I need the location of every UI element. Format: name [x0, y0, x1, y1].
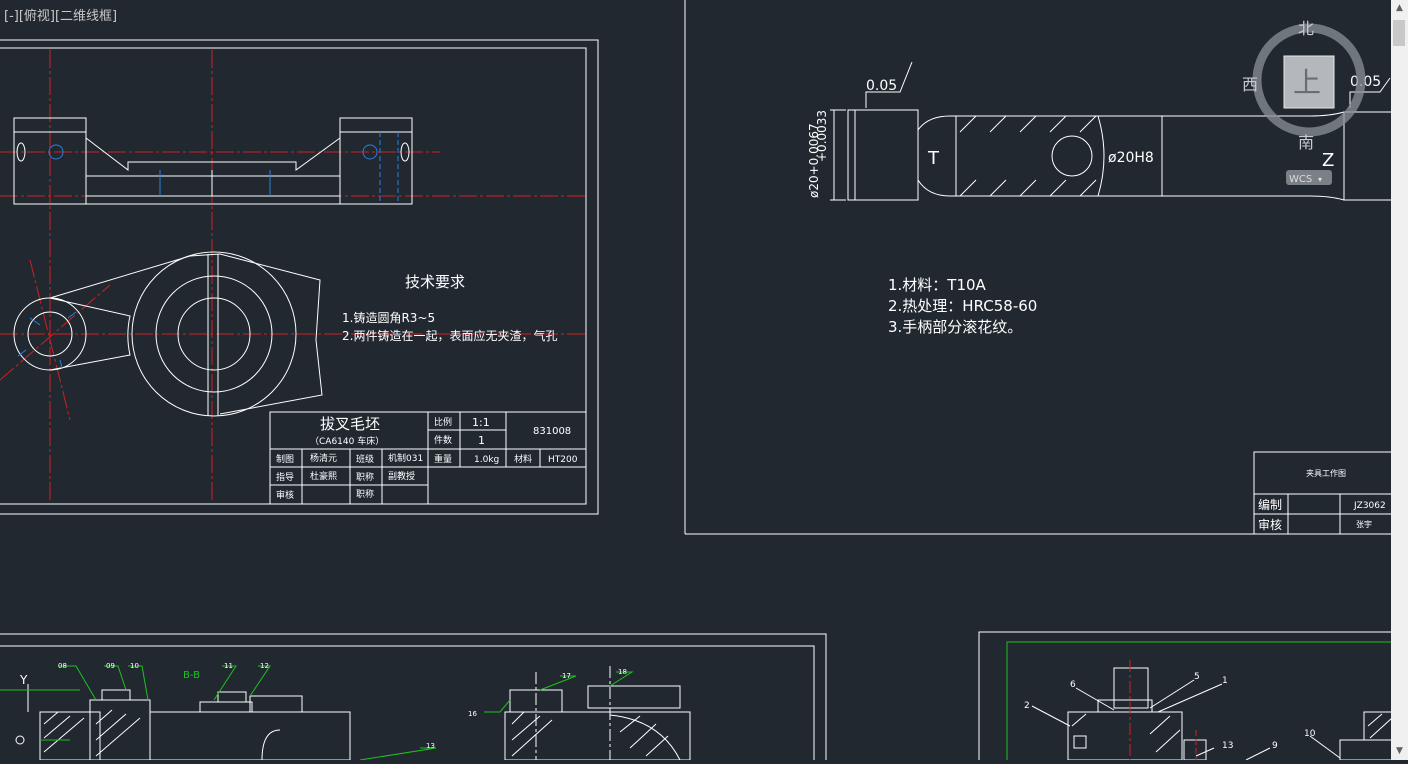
note-heat-treatment: 2.热处理：HRC58-60 [888, 297, 1037, 315]
drawing-sheet-assembly [978, 631, 1400, 764]
assembly-leaders [1031, 679, 1341, 761]
assembly-label-5: 5 [1194, 672, 1200, 682]
qty-label: 件数 [434, 434, 452, 446]
tech-requirement-2: 2.两件铸造在一起，表面应无夹渣，气孔 [342, 328, 557, 343]
mark-z: Z [1322, 150, 1334, 171]
fixture-label-17: 17 [562, 672, 571, 680]
scroll-down-icon[interactable]: ▼ [1396, 746, 1403, 756]
viewcube[interactable]: 上 北 西 南 WCS ▾ [1242, 19, 1366, 185]
assembly-label-2: 2 [1024, 701, 1030, 711]
tech-requirements-title: 技术要求 [405, 273, 465, 291]
tb2-title: 夹具工作图 [1306, 468, 1346, 478]
wcs-dropdown-icon[interactable]: ▾ [1318, 175, 1322, 184]
pin-hatch [959, 115, 1097, 197]
viewport-controls-label[interactable]: [-][俯视][二维线框] [4, 9, 118, 24]
viewcube-face-label[interactable]: 上 [1293, 66, 1321, 99]
title-block-1 [269, 411, 587, 505]
fixture-label-10: 10 [130, 662, 139, 670]
tb2-code: JZ3062 [1353, 501, 1386, 511]
weight-value: 1.0kg [474, 455, 499, 465]
fixture-label-09: 09 [106, 662, 115, 670]
vertical-scrollbar[interactable]: ▲ ▼ [1391, 0, 1408, 760]
material-label: 材料 [514, 453, 532, 465]
tb2-edit-label: 编制 [1258, 497, 1282, 512]
title-label-2: 职称 [356, 488, 374, 500]
tech-requirement-1: 1.铸造圆角R3~5 [342, 310, 435, 325]
note-knurl: 3.手柄部分滚花纹。 [888, 318, 1022, 336]
drawing-sheet-fork-blank [0, 39, 599, 515]
y-axis-label: Y [19, 673, 28, 687]
fixture-leaders [0, 665, 634, 761]
class-label: 班级 [356, 453, 374, 465]
guide-label: 指导 [276, 471, 294, 483]
part-name: 拔叉毛坯 [320, 415, 380, 433]
review-label: 审核 [276, 489, 294, 501]
tb2-note: 张宇 [1356, 519, 1372, 529]
assembly-label-6: 6 [1070, 680, 1076, 690]
part-sub: （CA6140 车床） [310, 435, 384, 447]
section-label: B-B [183, 670, 200, 681]
made-by: 杨清元 [310, 452, 337, 464]
ratio-value: 1:1 [472, 416, 490, 429]
weight-label: 重量 [434, 453, 452, 465]
compass-south[interactable]: 南 [1298, 133, 1314, 152]
guide-by: 杜豪熙 [310, 470, 337, 482]
made-label: 制图 [276, 453, 294, 465]
tolerance-right: 0.05 [1350, 74, 1381, 90]
class-value: 机制031 [388, 452, 423, 464]
fixture-drawing [15, 666, 691, 761]
fixture-hatch [43, 709, 669, 757]
wcs-label[interactable]: WCS [1289, 174, 1312, 185]
drawing-number: 831008 [533, 426, 571, 437]
title-label: 职称 [356, 471, 374, 483]
fixture-label-16: 16 [468, 710, 477, 718]
dim-diameter-left: ø20+0.0067 [807, 123, 821, 198]
viewcube-top-face[interactable] [1283, 55, 1335, 109]
tolerance-left: 0.05 [866, 78, 897, 94]
assembly-label-10: 10 [1304, 729, 1316, 739]
fixture-label-12: 12 [260, 662, 269, 670]
assembly-label-9: 9 [1272, 741, 1278, 751]
assembly-label-1: 1 [1222, 676, 1228, 686]
tb2-review-label: 审核 [1258, 517, 1282, 532]
material-value: HT200 [548, 455, 578, 465]
assembly-hatch [1071, 713, 1393, 753]
title-value: 副教授 [388, 470, 415, 482]
ratio-label: 比例 [434, 416, 452, 428]
scroll-thumb[interactable] [1393, 20, 1405, 46]
fixture-label-11: 11 [224, 662, 233, 670]
wcs-menu-button[interactable] [1286, 170, 1332, 185]
fixture-label-08: 08 [58, 662, 67, 670]
fork-front-view [13, 251, 323, 417]
qty-value: 1 [478, 434, 485, 447]
dim-bore: ø20H8 [1108, 150, 1154, 166]
fixture-label-13: 13 [426, 742, 435, 750]
fork-top-view [13, 117, 413, 205]
compass-north[interactable]: 北 [1298, 19, 1314, 38]
fixture-label-18: 18 [618, 668, 627, 676]
compass-west[interactable]: 西 [1242, 75, 1258, 94]
assembly-label-13: 13 [1222, 741, 1233, 751]
pin-drawing [830, 61, 1395, 201]
center-lines [0, 50, 588, 502]
mark-t: T [927, 148, 940, 169]
dim-diameter-left-lower: +0.0033 [815, 110, 829, 162]
scroll-up-icon[interactable]: ▲ [1396, 3, 1403, 13]
drawing-sheet-fixture [0, 633, 827, 764]
note-material: 1.材料：T10A [888, 276, 987, 294]
